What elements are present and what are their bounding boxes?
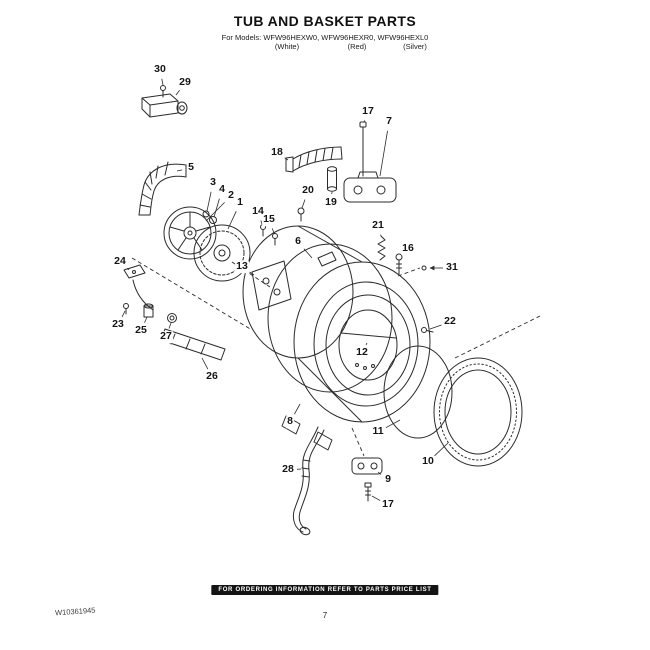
callout-19: 19	[324, 196, 338, 209]
bottom-bracket-part	[351, 457, 383, 502]
callout-13: 13	[235, 260, 249, 273]
callout-7: 7	[385, 115, 393, 128]
callout-leader-lines	[121, 78, 449, 501]
gasket-part	[383, 345, 453, 439]
callout-25: 25	[134, 324, 148, 337]
models-line: For Models: WFW96HEXW0, WFW96HEXR0, WFW9…	[221, 33, 429, 42]
drain-hose-part	[292, 426, 325, 536]
callout-3: 3	[209, 176, 217, 189]
callout-22: 22	[443, 315, 457, 328]
callout-17: 17	[361, 105, 375, 118]
ordering-notice: FOR ORDERING INFORMATION REFER TO PARTS …	[211, 585, 439, 595]
callout-8: 8	[286, 415, 294, 428]
callout-28: 28	[281, 463, 295, 476]
callout-31: 31	[445, 261, 459, 274]
callout-24: 24	[113, 255, 127, 268]
callout-2: 2	[227, 189, 235, 202]
door-ring-part	[433, 357, 523, 467]
callout-26: 26	[205, 370, 219, 383]
pulley-group	[163, 206, 251, 282]
callout-6: 6	[294, 235, 302, 248]
callout-17: 17	[381, 498, 395, 511]
callout-14: 14	[251, 205, 265, 218]
callout-18: 18	[270, 146, 284, 159]
page-number: 7	[322, 611, 328, 620]
callout-29: 29	[178, 76, 192, 89]
color-label-red: (Red)	[347, 42, 367, 51]
clamp-and-screw	[377, 235, 403, 275]
bellows-hose-part	[285, 146, 343, 192]
tub-assembly	[242, 225, 431, 451]
callout-11: 11	[371, 425, 385, 438]
callout-21: 21	[371, 219, 385, 232]
alignment-dashed-lines	[131, 257, 541, 457]
callout-5: 5	[187, 161, 195, 174]
small-screws	[260, 207, 305, 246]
left-small-parts	[123, 264, 177, 323]
callout-10: 10	[421, 455, 435, 468]
counterweight-part	[343, 121, 397, 203]
mounting-plate-part	[251, 260, 292, 311]
callout-30: 30	[153, 63, 167, 76]
callout-9: 9	[384, 473, 392, 486]
elbow-hose-part	[138, 161, 187, 216]
side-bolt-part	[421, 265, 434, 333]
callout-15: 15	[262, 213, 276, 226]
callout-16: 16	[401, 242, 415, 255]
color-label-silver: (Silver)	[403, 42, 427, 51]
callout-4: 4	[218, 183, 226, 196]
callout-12: 12	[355, 346, 369, 359]
callout-27: 27	[159, 330, 173, 343]
color-label-white: (White)	[274, 42, 300, 51]
page-title: TUB AND BASKET PARTS	[233, 13, 417, 29]
callout-23: 23	[111, 318, 125, 331]
mount-bracket-part	[141, 85, 188, 118]
callout-20: 20	[301, 184, 315, 197]
callout-1: 1	[236, 196, 244, 209]
